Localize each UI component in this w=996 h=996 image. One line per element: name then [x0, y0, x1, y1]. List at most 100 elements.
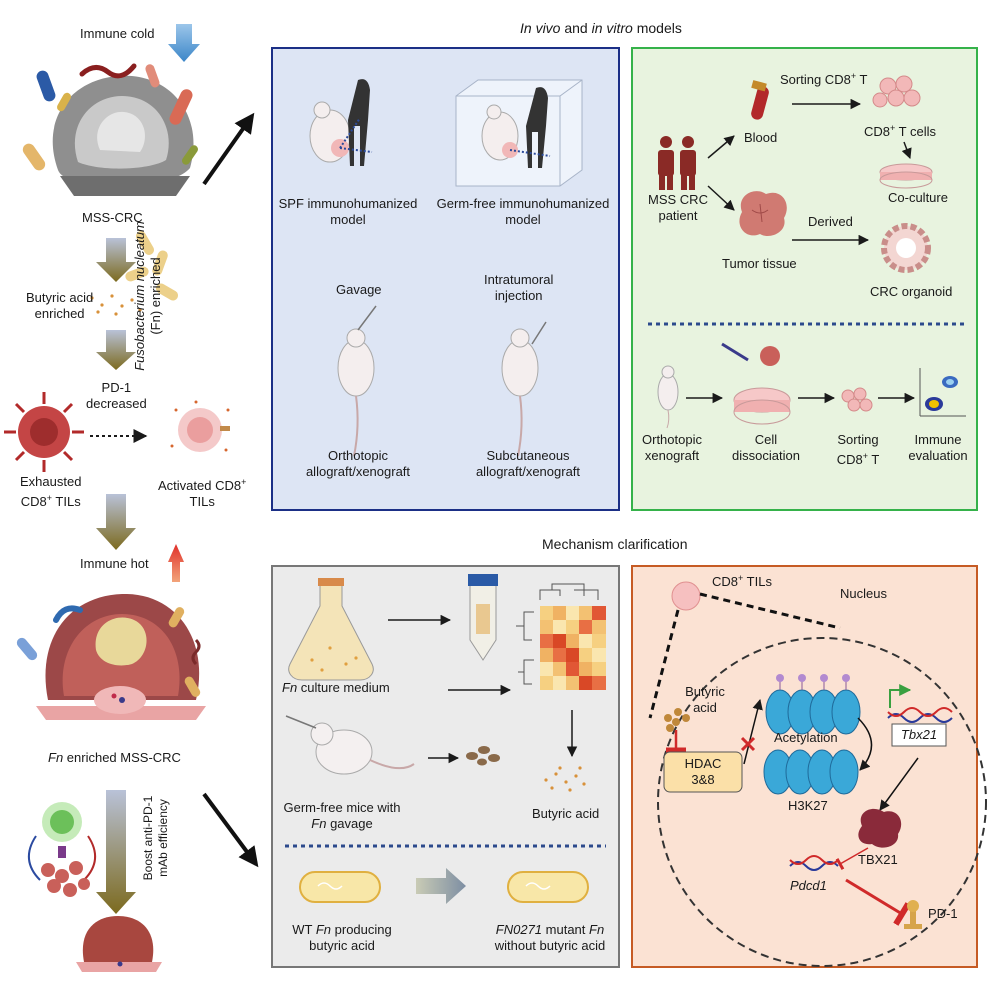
- flow-arrow-2: [96, 330, 136, 370]
- sorting-cd8-bottom-label: Sorting CD8+ T: [836, 432, 880, 467]
- diag-arrow-to-models: [202, 112, 255, 186]
- co-culture-dish-icon: [879, 163, 933, 189]
- blood-label: Blood: [744, 130, 778, 145]
- mutant-bacterium-icon: [507, 871, 589, 903]
- tbx21-protein-icon: [858, 808, 902, 848]
- cd8-til-cell-icon: [671, 581, 701, 611]
- flow-arrow-1: [96, 238, 136, 282]
- co-culture-label: Co-culture: [888, 190, 948, 205]
- mutant-fn-label: FN0271 mutant Fn without butyric acid: [494, 922, 606, 953]
- germ-free-isolator-illustration: [455, 79, 583, 187]
- pdcd1-to-pd1-inhibited: [845, 878, 911, 926]
- butyric-acid-label: Butyric acid: [532, 806, 600, 821]
- red-x-mark: [740, 736, 756, 752]
- deacetylated-histones: [763, 749, 859, 795]
- butyric-acid-dots: [90, 294, 142, 316]
- pd1-label: PD-1: [928, 906, 958, 921]
- derived-label: Derived: [808, 214, 853, 229]
- xenograft-mouse-icon: [657, 365, 679, 429]
- zoom-line-1: [699, 592, 841, 630]
- cell-dissociation-dish-icon: [721, 342, 791, 425]
- histone-cycle-arrow: [857, 717, 873, 771]
- wt-fn-label: WT Fn producing butyric acid: [292, 922, 392, 953]
- pdcd1-label: Pdcd1: [790, 878, 827, 893]
- spf-mouse-human-illustration: [309, 79, 373, 166]
- crc-organoid-icon: [881, 223, 931, 273]
- intratumoral-mouse-illustration: [501, 321, 547, 457]
- anti-pd1-illustration: [28, 802, 96, 897]
- nucleus-boundary: [657, 637, 987, 967]
- cd8-cells-cluster-icon: [872, 75, 921, 108]
- germ-free-mice-label: Germ-free mice with Fn gavage: [283, 800, 401, 831]
- tbx21-gene-label: Tbx21: [900, 727, 938, 742]
- tbx21-protein-label: TBX21: [858, 852, 898, 867]
- flow-arrow-3: [96, 494, 136, 550]
- tbx21-inhibits-pdcd1: [835, 847, 869, 870]
- tumor-tissue-label: Tumor tissue: [722, 256, 797, 271]
- sorting-cd8-top-label: Sorting CD8+ T: [780, 71, 868, 87]
- feces-pellets-icon: [466, 746, 500, 766]
- fn-enriched-vertical-label: Fusobacterium nucleatum (Fn) enriched: [132, 221, 163, 371]
- hdac-to-histone-arrow: [743, 698, 763, 765]
- h3k27-label: H3K27: [788, 798, 828, 813]
- butyric-acid-molecules: [664, 708, 690, 732]
- gavage-label: Gavage: [336, 282, 382, 297]
- green-panel: [631, 47, 978, 511]
- crc-organoid-label: CRC organoid: [870, 284, 953, 299]
- hdac-box: [663, 751, 743, 793]
- diag-arrow-to-mechanism: [202, 792, 259, 868]
- small-tumor-illustration: [76, 916, 162, 972]
- nucleus-label: Nucleus: [840, 586, 887, 601]
- exhausted-cd8-cell: [4, 392, 84, 472]
- butyric-acid-particles: [544, 766, 586, 792]
- gavage-mouse-illustration: [337, 305, 377, 457]
- culture-flask-icon: [288, 578, 374, 681]
- tumor-tissue-icon: [739, 191, 787, 237]
- models-header: In vivo and in vitro models: [520, 20, 682, 36]
- centrifuge-tube-icon: [468, 574, 498, 661]
- fn-bacteria-cluster: [125, 231, 179, 301]
- zoom-line-2: [648, 609, 680, 719]
- patient-figures-icon: [658, 136, 696, 190]
- immune-cold-blue-arrow: [168, 24, 200, 62]
- activated-cd8-cell: [170, 400, 230, 452]
- sorted-cd8-cluster-icon: [841, 387, 873, 412]
- cd8-t-cells-label: CD8+ T cells: [864, 123, 936, 139]
- green-panel-arrows: [686, 98, 916, 404]
- pd1-receptor-icon: [904, 900, 922, 929]
- gavage-mouse-gray-icon: [285, 715, 415, 775]
- boost-anti-pd1-vertical-label: Boost anti-PD-1 mAb efficiency: [141, 795, 170, 881]
- gene-to-protein-arrow: [879, 757, 919, 811]
- tbx21-gene-dna: [887, 684, 953, 723]
- exhausted-cd8-label: Exhausted CD8+ TILs: [20, 474, 82, 509]
- blood-tube-icon: [751, 80, 769, 120]
- fn-culture-medium-label: Fn culture medium: [282, 680, 390, 695]
- mechanism-header: Mechanism clarification: [542, 536, 688, 552]
- flow-cytometry-plot-icon: [919, 368, 966, 417]
- pdcd1-gene-dna: [789, 855, 839, 871]
- wt-to-mutant-arrow: [416, 868, 466, 904]
- immune-cold-tumor-illustration: [22, 63, 199, 196]
- tbx21-gene-box: [891, 723, 947, 747]
- flow-arrow-4: [96, 790, 136, 914]
- activated-cd8-label: Activated CD8+ TILs: [158, 477, 247, 509]
- heatmap-icon: [516, 583, 606, 690]
- wt-bacterium-icon: [299, 871, 381, 903]
- acetylation-label: Acetylation: [774, 730, 838, 745]
- immune-hot-label: Immune hot: [80, 556, 149, 571]
- cd8-tils-label: CD8+ TILs: [712, 573, 772, 589]
